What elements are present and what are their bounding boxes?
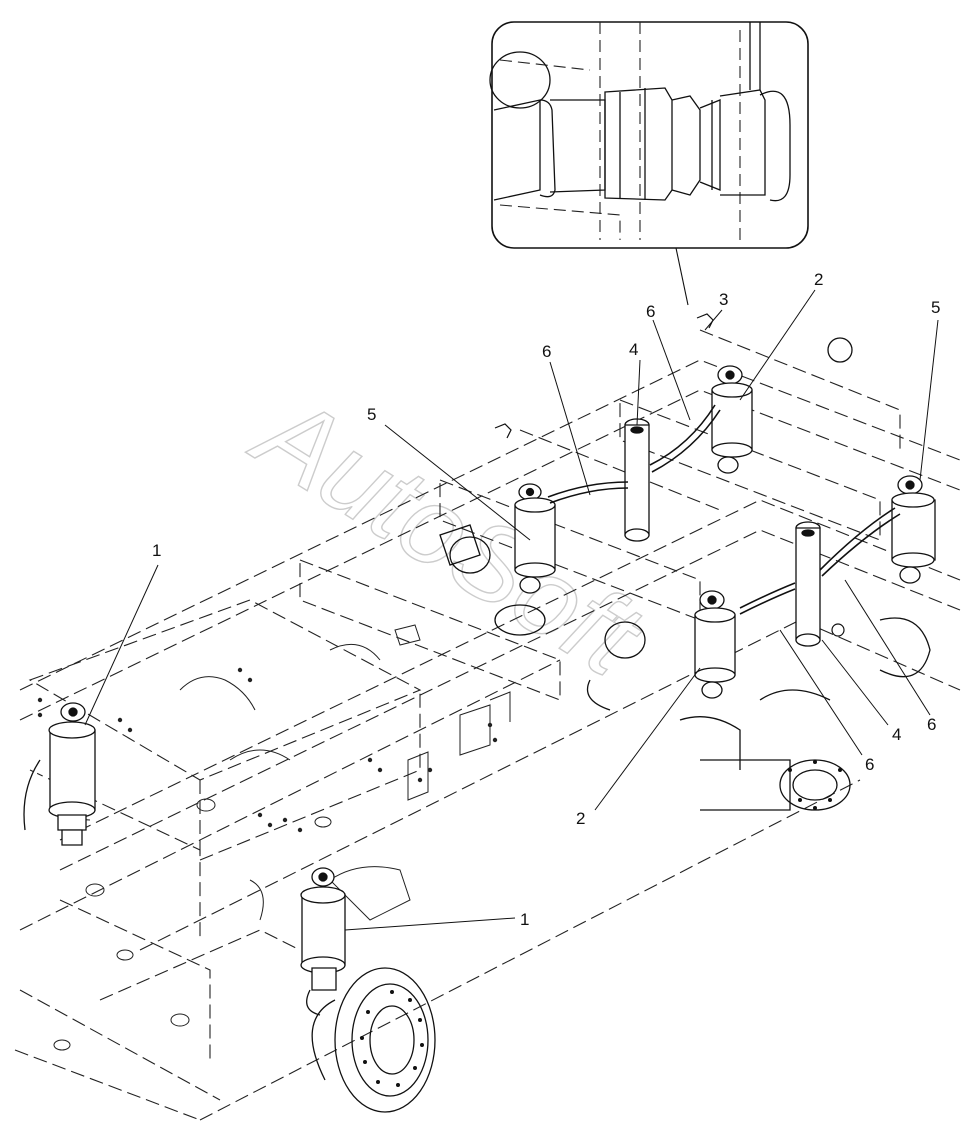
frame-details	[53, 624, 511, 1051]
cylinder-rear-right	[891, 475, 936, 584]
callout-1-top: 1	[152, 541, 161, 560]
callout-5-right: 5	[931, 298, 940, 317]
frame-bolts	[37, 667, 498, 833]
callout-6-left: 6	[542, 342, 551, 361]
callout-1-bottom: 1	[520, 910, 529, 929]
cylinder-rear-lower	[694, 590, 736, 699]
hydraulic-hoses	[547, 404, 901, 615]
callout-4-right: 4	[892, 725, 901, 744]
leader-lines	[84, 289, 939, 931]
front-wheel-bolts	[360, 990, 424, 1087]
cylinder-front-right	[300, 867, 346, 1016]
callout-6-lower: 6	[865, 755, 874, 774]
accumulator-rear	[795, 521, 821, 647]
cylinder-front-left	[23, 702, 96, 846]
front-wheel-hub	[311, 967, 436, 1113]
callout-2-top: 2	[814, 270, 823, 289]
rear-hub-bolts	[788, 760, 842, 810]
callout-5-left: 5	[367, 405, 376, 424]
callout-4-top: 4	[629, 340, 638, 359]
cylinder-mid-left	[514, 483, 556, 594]
callout-3: 3	[719, 290, 728, 309]
callout-6-top: 6	[646, 302, 655, 321]
cylinder-rear-top	[711, 365, 753, 474]
fittings	[494, 313, 845, 637]
accumulator-mid	[624, 418, 650, 542]
detail-inset	[489, 21, 809, 306]
callout-2-bottom: 2	[576, 809, 585, 828]
callout-6-right: 6	[927, 715, 936, 734]
chassis-frame	[14, 329, 961, 1121]
callouts: 1 1 2 2 3 4 4 5 5 6 6 6 6	[152, 270, 940, 929]
